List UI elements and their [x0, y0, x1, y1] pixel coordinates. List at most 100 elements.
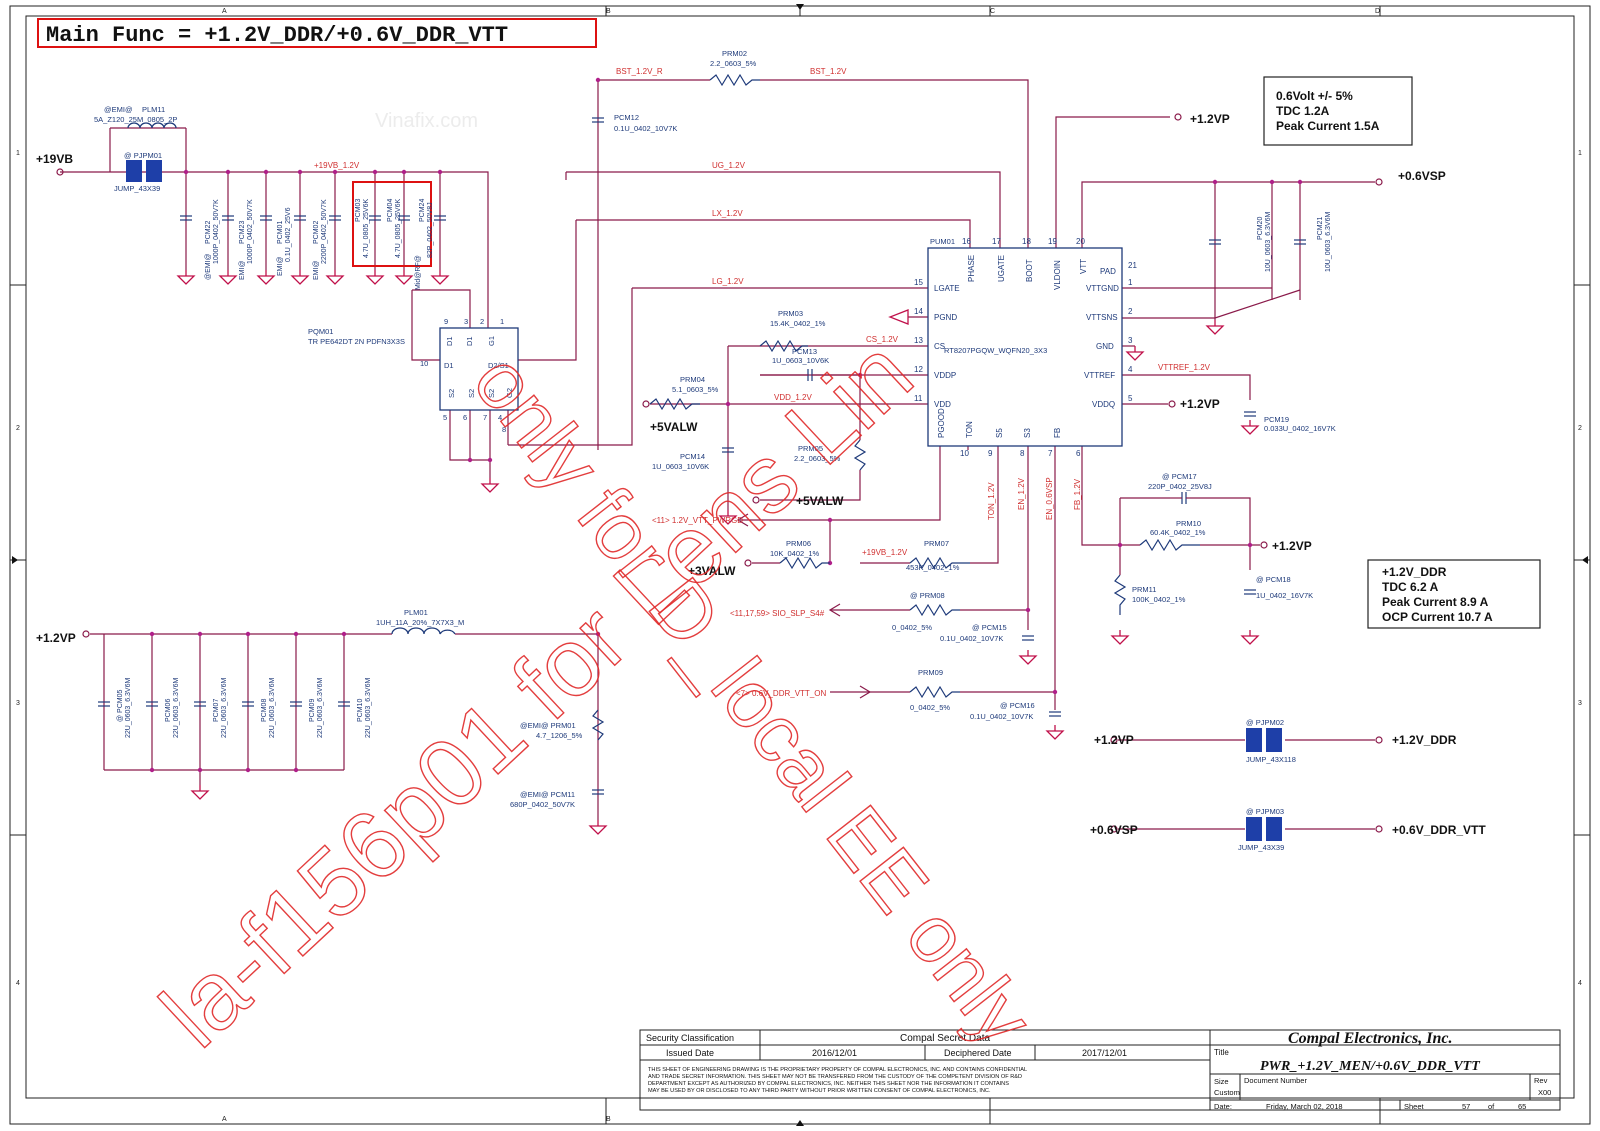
svg-text:PCM08: PCM08 [261, 699, 268, 722]
svg-text:19: 19 [1048, 237, 1057, 246]
svg-text:PRM06: PRM06 [786, 539, 811, 548]
svg-text:9: 9 [444, 317, 448, 326]
svg-text:22U_0603_6.3V6M: 22U_0603_6.3V6M [221, 678, 228, 738]
svg-text:680P_0402_50V7K: 680P_0402_50V7K [510, 800, 575, 809]
junction-dots [149, 77, 1303, 773]
svg-text:6: 6 [1076, 449, 1081, 458]
inductor-symbols [127, 122, 456, 635]
svg-text:Peak Current 8.9 A: Peak Current 8.9 A [1382, 595, 1489, 609]
svg-text:1U_0603_10V6K: 1U_0603_10V6K [772, 356, 829, 365]
sheet-label: Sheet [1404, 1102, 1425, 1111]
svg-text:S2: S2 [447, 389, 456, 398]
svg-text:0.1U_0402_10V7K: 0.1U_0402_10V7K [970, 712, 1033, 721]
net-lg-12v: LG_1.2V [712, 277, 744, 286]
svg-text:220P_0402_25V8J: 220P_0402_25V8J [1148, 482, 1212, 491]
net-ug-12v: UG_1.2V [712, 161, 746, 170]
svg-text:7: 7 [1048, 449, 1053, 458]
svg-text:15.4K_0402_1%: 15.4K_0402_1% [770, 319, 826, 328]
issued-label: Issued Date [666, 1048, 714, 1058]
svg-text:0_0402_5%: 0_0402_5% [892, 623, 932, 632]
net-12vp-top: +1.2VP [1190, 112, 1230, 126]
svg-text:BOOT: BOOT [1025, 259, 1034, 282]
svg-text:Peak Current 1.5A: Peak Current 1.5A [1276, 119, 1380, 133]
sheet-total: 65 [1518, 1102, 1526, 1111]
net-ddr-vtt-on: <7> 0.6V_DDR_VTT_ON [736, 689, 826, 698]
date-value: Friday, March 02, 2018 [1266, 1102, 1343, 1111]
cap-bridge-wires [760, 374, 1190, 499]
svg-text:20: 20 [1076, 237, 1085, 246]
svg-text:@ PCM05: @ PCM05 [117, 690, 124, 722]
net-pwrgd: <11> 1.2V_VTT_PWRGD [652, 516, 743, 525]
svg-text:PCM22: PCM22 [205, 221, 212, 244]
svg-text:1: 1 [500, 317, 504, 326]
svg-text:JUMP_43X39: JUMP_43X39 [114, 184, 160, 193]
net-19vb-12v: +19VB_1.2V [314, 161, 360, 170]
vtt-spec-box [1263, 76, 1413, 146]
svg-text:PHASE: PHASE [967, 255, 976, 282]
company-name: Compal Electronics, Inc. [1288, 1030, 1452, 1047]
svg-text:VTTSNS: VTTSNS [1086, 313, 1118, 322]
connector-symbols [56, 113, 1383, 833]
svg-text:VTTREF: VTTREF [1084, 371, 1115, 380]
svg-text:82P_0402_50V8J: 82P_0402_50V8J [427, 202, 434, 258]
component-labels: @EMI@ PLM11 5A_Z120_25M_0805_2P @ PJPM01… [94, 49, 1336, 852]
svg-text:S2: S2 [467, 389, 476, 398]
svg-text:PCM06: PCM06 [165, 699, 172, 722]
net-bst-12v-r: BST_1.2V_R [616, 67, 663, 76]
svg-text:PRM05: PRM05 [798, 444, 823, 453]
resistor-symbols [591, 73, 1200, 741]
net-12v-ddr: +1.2V_DDR [1392, 733, 1457, 747]
row-label-4-right: 4 [1578, 980, 1582, 987]
col-label-a-bottom: A [222, 1116, 227, 1123]
svg-text:CS: CS [934, 342, 945, 351]
svg-text:PUM01: PUM01 [930, 237, 955, 246]
svg-text:PCM14: PCM14 [680, 452, 705, 461]
main-func-box [37, 18, 597, 48]
ic-pum01-body [927, 247, 1123, 447]
svg-text:PCM19: PCM19 [1264, 415, 1289, 424]
svg-text:@ PJPM02: @ PJPM02 [1246, 718, 1284, 727]
security-label: Security Classification [646, 1033, 734, 1043]
svg-text:4.7U_0805_25V6K: 4.7U_0805_25V6K [395, 199, 402, 258]
svg-text:453K_0402_1%: 453K_0402_1% [906, 563, 960, 572]
svg-text:10U_0603_6.3V6M: 10U_0603_6.3V6M [1265, 212, 1272, 272]
vtt-spec-text: 0.6Volt +/- 5% TDC 1.2A Peak Current 1.5… [1276, 89, 1380, 133]
net-en-06vsp: EN_0.6VSP [1045, 477, 1054, 520]
svg-text:PCM03: PCM03 [355, 199, 362, 222]
svg-text:D1: D1 [445, 336, 454, 346]
svg-text:GND: GND [1096, 342, 1114, 351]
row-label-1: 1 [16, 150, 20, 157]
svg-text:S5: S5 [995, 428, 1004, 438]
signal-net-labels: +19VB_1.2V BST_1.2V_R BST_1.2V UG_1.2V L… [314, 67, 1211, 698]
col-label-c: C [990, 8, 995, 15]
svg-text:PCM02: PCM02 [313, 221, 320, 244]
rev-value: X00 [1538, 1088, 1551, 1097]
svg-text:PRM09: PRM09 [918, 668, 943, 677]
row-label-2-right: 2 [1578, 425, 1582, 432]
svg-text:60.4K_0402_1%: 60.4K_0402_1% [1150, 528, 1206, 537]
title-label: Title [1214, 1048, 1229, 1057]
svg-text:PGND: PGND [934, 313, 957, 322]
svg-text:2: 2 [1128, 307, 1133, 316]
svg-text:3: 3 [1128, 336, 1133, 345]
svg-text:@EMI@ PRM01: @EMI@ PRM01 [520, 721, 576, 730]
svg-text:PCM09: PCM09 [309, 699, 316, 722]
svg-text:VTTGND: VTTGND [1086, 284, 1119, 293]
svg-text:22U_0603_6.3V6M: 22U_0603_6.3V6M [125, 678, 132, 738]
ddr-spec-text: +1.2V_DDR TDC 6.2 A Peak Current 8.9 A O… [1382, 565, 1493, 624]
svg-text:JUMP_43X118: JUMP_43X118 [1246, 755, 1296, 764]
svg-text:0.033U_0402_16V7K: 0.033U_0402_16V7K [1264, 424, 1336, 433]
svg-text:PRM11: PRM11 [1132, 585, 1156, 594]
net-5valw-1: +5VALW [650, 420, 698, 434]
svg-text:PLM01: PLM01 [404, 608, 428, 617]
svg-text:22U_0603_6.3V6M: 22U_0603_6.3V6M [365, 678, 372, 738]
svg-text:9: 9 [988, 449, 993, 458]
net-vttref-12v: VTTREF_1.2V [1158, 363, 1211, 372]
svg-text:@ PCM18: @ PCM18 [1256, 575, 1291, 584]
disclaimer-3: DEPARTMENT EXCEPT AS AUTHORIZED BY COMPA… [648, 1081, 1009, 1087]
svg-text:10: 10 [960, 449, 969, 458]
svg-text:G1: G1 [487, 336, 496, 346]
title-block-text: Security Classification Compal Secret Da… [646, 1030, 1551, 1111]
svg-text:22U_0603_6.3V6M: 22U_0603_6.3V6M [317, 678, 324, 738]
